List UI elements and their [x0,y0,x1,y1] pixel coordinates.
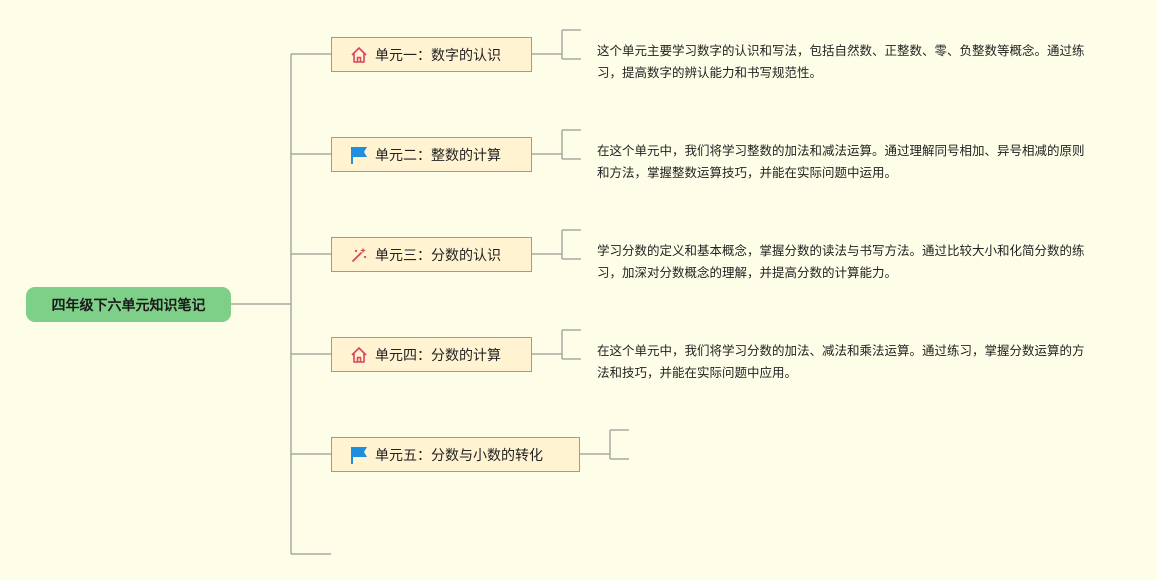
topic-unit-2[interactable]: 单元二：整数的计算 [331,137,532,172]
note-bracket-3 [532,229,581,260]
flag-icon [349,145,369,165]
topic-label: 单元五：分数与小数的转化 [375,447,543,464]
home-icon [349,345,369,365]
topic-unit-5[interactable]: 单元五：分数与小数的转化 [331,437,580,472]
topic-label: 单元一：数字的认识 [375,47,501,64]
note-bracket-5 [580,429,629,460]
magic-wand-icon [349,245,369,265]
topic-label: 单元三：分数的认识 [375,247,501,264]
note-unit-3: 学习分数的定义和基本概念，掌握分数的读法与书写方法。通过比较大小和化简分数的练习… [597,243,1085,280]
topic-unit-1[interactable]: 单元一：数字的认识 [331,37,532,72]
topic-label: 单元四：分数的计算 [375,347,501,364]
note-bracket-4 [532,329,581,360]
topic-unit-3[interactable]: 单元三：分数的认识 [331,237,532,272]
flag-icon [349,445,369,465]
note-unit-1: 这个单元主要学习数字的认识和写法，包括自然数、正整数、零、负整数等概念。通过练习… [597,43,1085,80]
note-bracket-1 [532,29,581,60]
note-bracket-2 [532,129,581,160]
root-topic[interactable]: 四年级下六单元知识笔记 [26,287,231,322]
topic-unit-4[interactable]: 单元四：分数的计算 [331,337,532,372]
topic-label: 单元二：整数的计算 [375,147,501,164]
home-icon [349,45,369,65]
note-unit-2: 在这个单元中，我们将学习整数的加法和减法运算。通过理解同号相加、异号相减的原则和… [597,143,1085,180]
note-unit-4: 在这个单元中，我们将学习分数的加法、减法和乘法运算。通过练习，掌握分数运算的方法… [597,343,1085,380]
